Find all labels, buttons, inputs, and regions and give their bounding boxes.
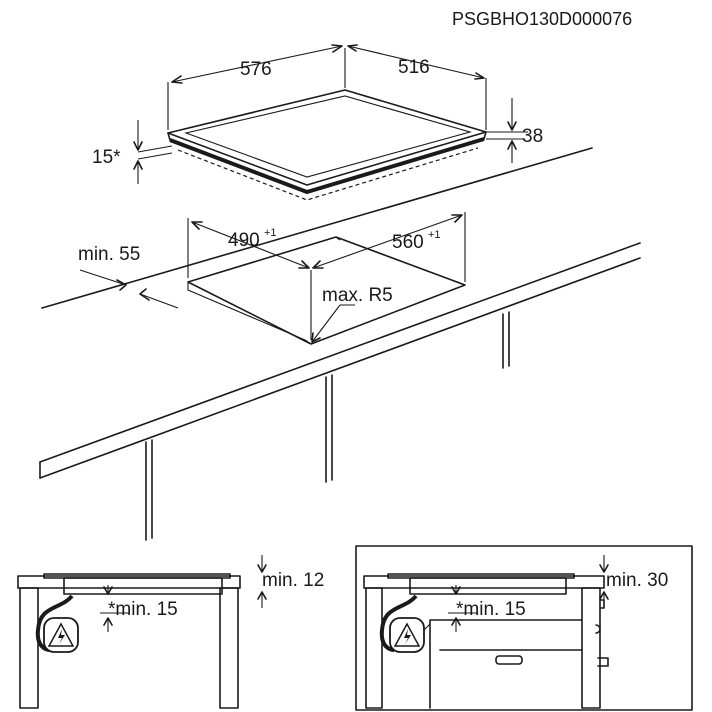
left-clearance-label: min. 12: [262, 570, 324, 591]
left-below-label: *min. 15: [108, 599, 178, 620]
dim-line-490: [191, 221, 310, 269]
dim-38-label: 38: [522, 126, 543, 147]
dim-line-516: [347, 45, 485, 79]
right-clearance-label: min. 30: [606, 570, 668, 591]
hob-drawing: [133, 44, 528, 201]
dim-line-560: [312, 214, 463, 269]
dim-516-label: 516: [398, 57, 430, 78]
right-below-label: *min. 15: [456, 599, 526, 620]
dim-490-label: 490: [228, 230, 260, 251]
document-code: PSGBHO130D000076: [452, 9, 632, 29]
dim-15-label: 15*: [92, 147, 121, 168]
section-right: [355, 545, 693, 711]
dim-576-label: 576: [240, 59, 272, 80]
worktop-drawing: [39, 147, 641, 541]
corner-radius-label: max. R5: [322, 285, 393, 306]
electrical-hazard-icon: [43, 617, 79, 653]
dim-min55-label: min. 55: [78, 244, 140, 265]
electrical-hazard-icon: [389, 617, 425, 653]
dim-line-576: [171, 45, 343, 83]
dim-490-tolerance: +1: [264, 227, 277, 239]
dim-560-label: 560: [392, 232, 424, 253]
dim-560-tolerance: +1: [428, 229, 441, 241]
